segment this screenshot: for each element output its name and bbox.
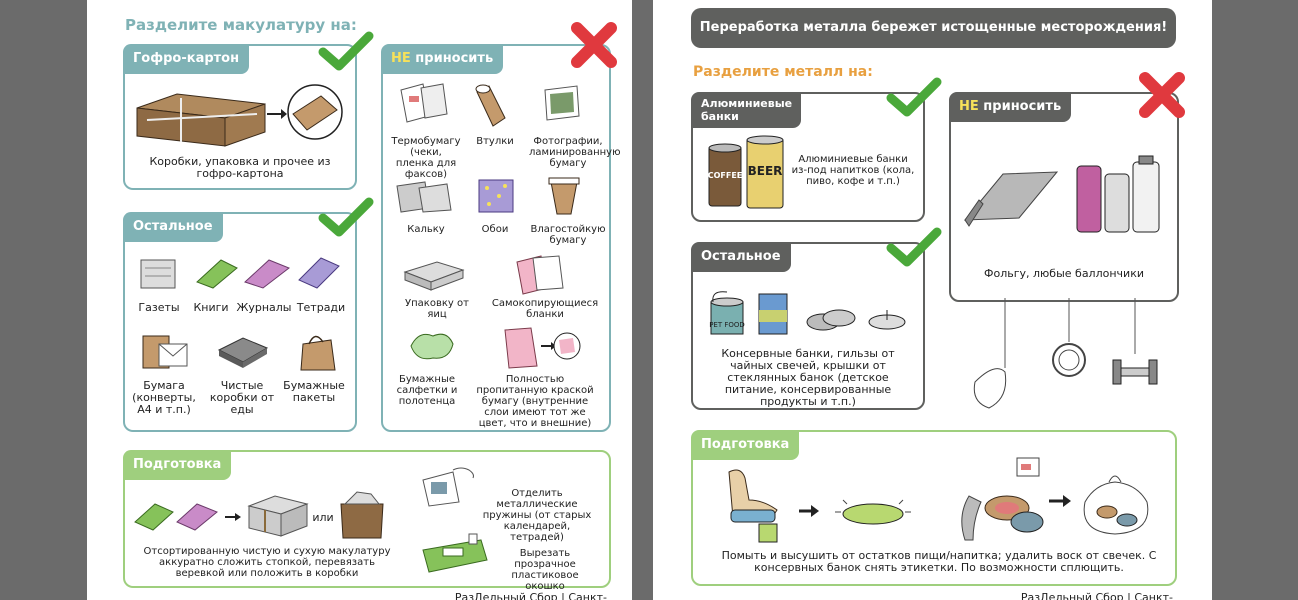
not-bring-metal-box: НЕ приносить Фольгу, любые баллончики xyxy=(949,92,1179,302)
other-paper-tab: Остальное xyxy=(123,212,223,242)
metal-banner: Переработка металла бережет истощенные м… xyxy=(691,8,1176,48)
aluminum-box: Алюминиевые банки COFFEE BEER Алюминиевы… xyxy=(691,92,925,222)
aluminum-tab: Алюминиевые банки xyxy=(691,92,801,128)
tealight-icon xyxy=(868,310,906,330)
other-metal-tab: Остальное xyxy=(691,242,791,272)
metal-prep-tab: Подготовка xyxy=(691,430,800,460)
other-item-6: Чистые коробки от еды xyxy=(209,379,275,416)
corrugated-box: Гофро-картон Коробки, упаковка и прочее … xyxy=(123,44,357,190)
receipt-icon xyxy=(400,83,448,123)
notebook-icon xyxy=(298,257,340,289)
remove-label-icon xyxy=(961,457,1044,541)
coffee-can-icon xyxy=(708,143,742,207)
metal-prep-caption: Помыть и высушить от остатков пищи/напит… xyxy=(721,549,1157,574)
not-bring-item-7: Упаковку от яиц xyxy=(405,298,469,320)
not-bring-item-2: Втулки xyxy=(476,136,514,147)
left-page: Разделите макулатуру на: Гофро-картон Ко… xyxy=(87,0,632,600)
cardboard-box-icon xyxy=(136,93,266,147)
calendar-spring-icon xyxy=(422,467,474,507)
check-icon xyxy=(318,31,374,71)
not-bring-item-6: Влагостойкую бумагу xyxy=(530,224,606,246)
photo-icon xyxy=(544,85,580,121)
tracing-paper-icon xyxy=(396,181,452,213)
metal-prep-box: Подготовка Помыть и высушить от остатков… xyxy=(691,430,1177,586)
not-bring-item-3: Фотографии, ламинированную бумагу xyxy=(529,136,621,169)
check-icon xyxy=(886,77,942,117)
other-item-7: Бумажные пакеты xyxy=(283,379,345,404)
beer-can-label: BEER xyxy=(747,164,783,178)
not-bring-paper-tab: НЕ приносить xyxy=(381,44,504,74)
window-envelope-icon xyxy=(422,533,488,573)
tin-can-label: PET FOOD xyxy=(709,321,745,329)
other-item-1: Газеты xyxy=(138,301,180,314)
magazine-icon xyxy=(244,259,291,289)
not-bring-paper-box: НЕ приносить Термобумагу (чеки, пленка д… xyxy=(381,44,621,432)
prep-note-2: Вырезать прозрачное пластиковое окошко xyxy=(511,548,579,592)
paper-prep-tab: Подготовка xyxy=(123,450,232,480)
tea-tin-icon xyxy=(758,293,788,335)
paper-prep-box: Подготовка или Отсортированную чистую и … xyxy=(123,450,611,592)
book-icon xyxy=(196,259,238,289)
tied-stack-icon xyxy=(247,495,309,537)
cardboard-sheet-icon xyxy=(287,84,343,140)
other-item-5: Бумага (конверты, А4 и т.п.) xyxy=(132,379,196,416)
not-bring-item-10: Полностью пропитанную краской бумагу (вн… xyxy=(476,374,594,429)
tin-can-icon xyxy=(710,291,744,335)
not-bring-item-1: Термобумагу (чеки, пленка для факсов) xyxy=(391,136,461,180)
left-footer: РазДельный Сбор | Санкт-Петербург xyxy=(454,591,607,600)
arrow-icon xyxy=(799,505,819,517)
other-paper-box: Остальное Газеты Книги Журналы Тетради Б… xyxy=(123,212,357,432)
envelope-icon xyxy=(142,335,188,369)
prep-note-1: Отделить металлические пружины (от стары… xyxy=(482,488,592,543)
carbonless-form-icon xyxy=(516,255,564,295)
right-page: Переработка металла бережет истощенные м… xyxy=(653,0,1212,600)
other-item-4: Тетради xyxy=(296,301,346,314)
hanging-items-icon xyxy=(973,298,1158,409)
napkin-icon xyxy=(410,333,454,360)
not-bring-item-4: Кальку xyxy=(407,224,445,235)
coffee-can-label: COFFEE xyxy=(707,171,743,180)
dyed-paper-icon xyxy=(504,327,581,369)
jar-lids-icon xyxy=(806,309,856,331)
beer-can-icon xyxy=(746,135,784,209)
not-bring-item-5: Обои xyxy=(481,224,509,235)
sponge-cleaning-icon xyxy=(728,469,778,543)
arrow-icon xyxy=(225,513,241,521)
prep-caption: Отсортированную чистую и сухую макулатур… xyxy=(143,546,391,579)
arrow-icon xyxy=(267,109,287,119)
not-bring-item-9: Бумажные салфетки и полотенца xyxy=(396,374,458,407)
check-icon xyxy=(318,197,374,237)
tube-icon xyxy=(475,84,506,127)
wallpaper-icon xyxy=(478,179,514,213)
other-item-3: Журналы xyxy=(236,301,292,314)
left-title: Разделите макулатуру на: xyxy=(125,16,357,34)
arrow-icon xyxy=(1049,495,1071,507)
other-item-2: Книги xyxy=(193,301,229,314)
sorted-paper-icon xyxy=(134,503,218,531)
right-footer: РазДельный Сбор | Санкт-Петербург xyxy=(1020,591,1173,600)
prep-or: или xyxy=(312,511,334,524)
corrugated-caption: Коробки, упаковка и прочее из гофро-карт… xyxy=(149,155,331,180)
check-icon xyxy=(886,227,942,267)
foil-roll-icon xyxy=(963,171,1059,227)
other-metal-caption: Консервные банки, гильзы от чайных свече… xyxy=(721,347,895,408)
cross-icon xyxy=(1139,72,1185,118)
paper-bag-icon xyxy=(300,335,336,371)
bag-with-cans-icon xyxy=(1083,475,1149,535)
not-bring-metal-tab: НЕ приносить xyxy=(949,92,1072,122)
spray-can-icon xyxy=(1076,155,1160,233)
not-bring-metal-caption: Фольгу, любые баллончики xyxy=(984,267,1144,280)
newspaper-icon xyxy=(140,259,176,289)
right-title: Разделите металл на: xyxy=(693,64,873,80)
cross-icon xyxy=(571,22,617,68)
egg-carton-icon xyxy=(403,261,465,291)
aluminum-caption: Алюминиевые банки из-под напитков (кола,… xyxy=(791,154,915,187)
box-with-paper-icon xyxy=(340,491,384,539)
flattened-can-icon xyxy=(835,499,911,525)
food-box-icon xyxy=(217,337,269,368)
other-metal-box: Остальное PET FOOD Консервные банки, гил… xyxy=(691,242,925,410)
paper-cup-icon xyxy=(548,177,580,215)
corrugated-tab: Гофро-картон xyxy=(123,44,250,74)
not-bring-item-8: Самокопирующиеся бланки xyxy=(491,298,599,320)
